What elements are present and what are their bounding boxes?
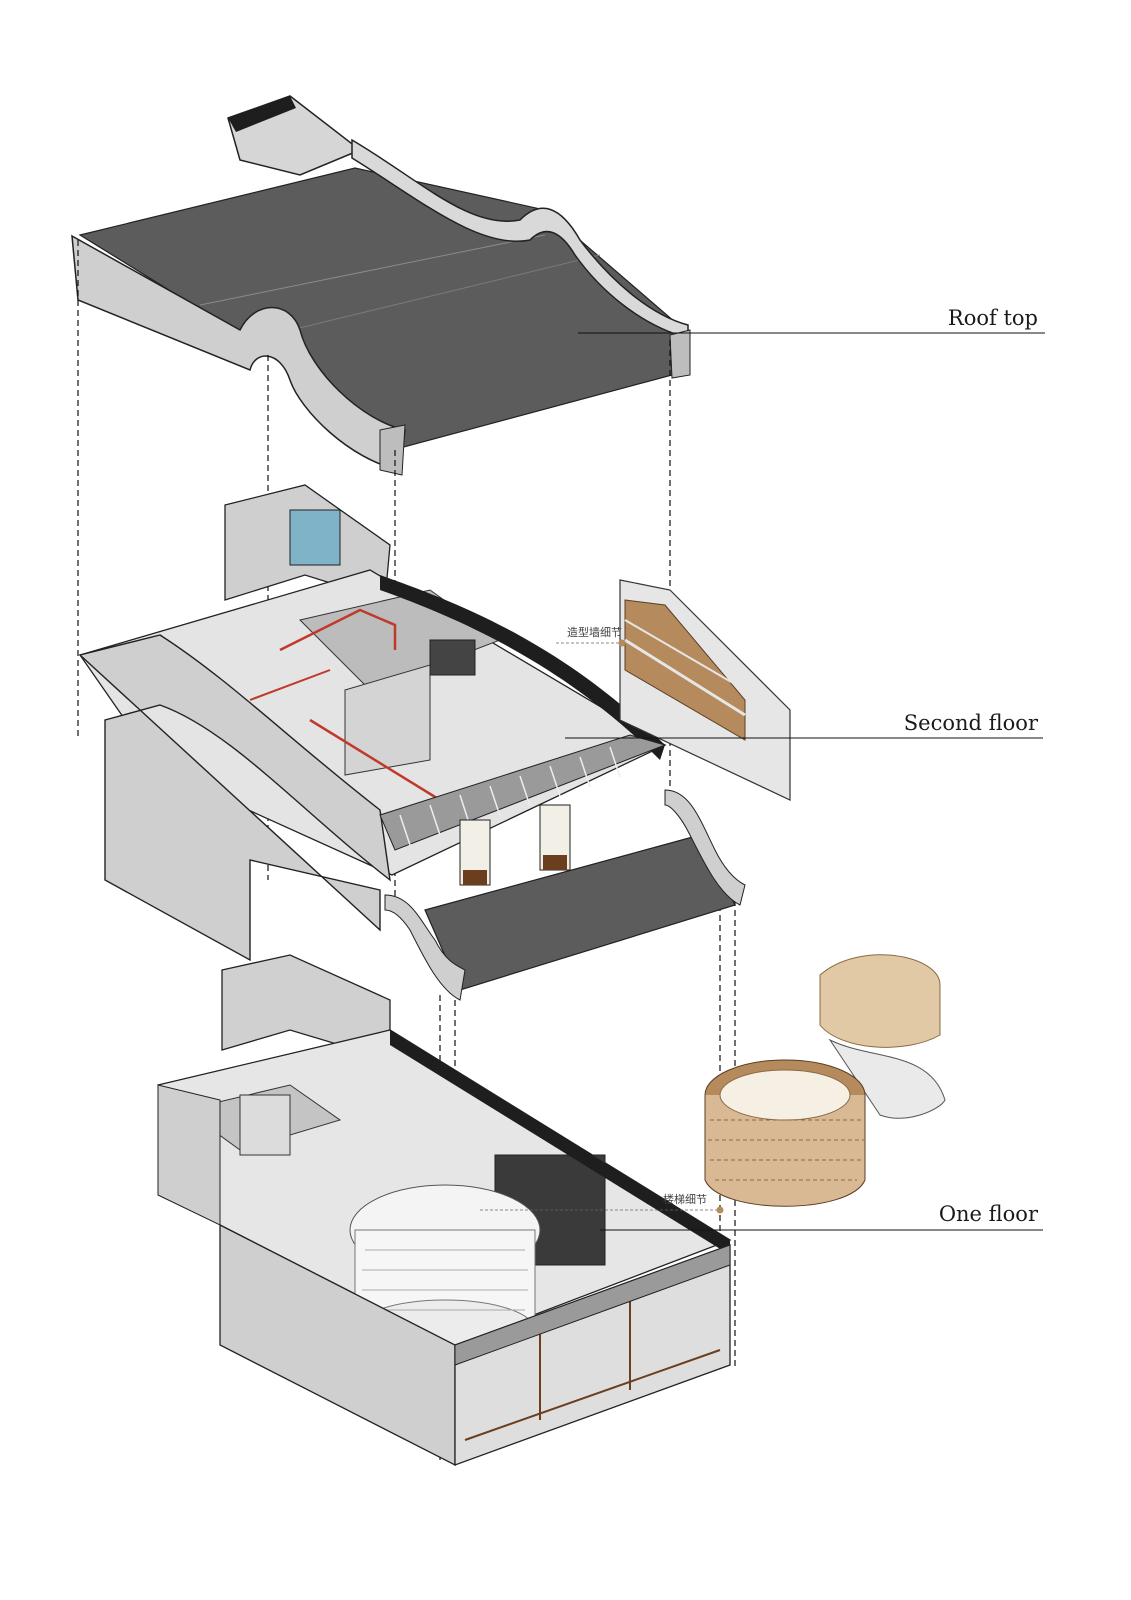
second-floor-curved-wall bbox=[78, 634, 391, 962]
roof-level bbox=[71, 95, 691, 476]
label-second-floor: Second floor bbox=[904, 711, 1039, 735]
first-floor-level bbox=[157, 954, 732, 1467]
first-floor-left-wall bbox=[157, 1084, 221, 1226]
feature-wall-detail bbox=[619, 579, 791, 801]
label-stair-detail: 楼梯细节 bbox=[663, 1192, 707, 1206]
pergola bbox=[379, 734, 667, 851]
callouts: Roof top Second floor One floor 造型墙细节 楼梯… bbox=[480, 306, 1045, 1231]
label-wall-detail: 造型墙细节 bbox=[567, 625, 622, 639]
stair-detail bbox=[704, 954, 946, 1207]
label-roof-top: Roof top bbox=[948, 306, 1038, 330]
second-floor-level bbox=[78, 484, 746, 1001]
label-one-floor: One floor bbox=[939, 1202, 1039, 1226]
